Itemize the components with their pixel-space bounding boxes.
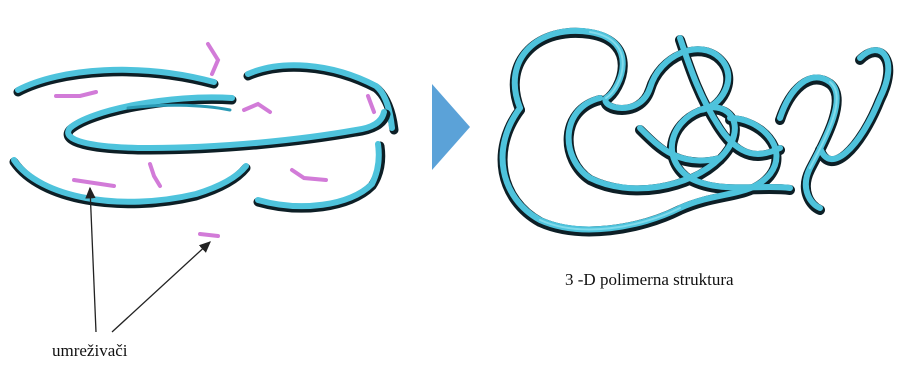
crosslinker xyxy=(290,168,328,182)
network-highlights xyxy=(539,31,838,231)
polymer-chain xyxy=(243,62,399,135)
separate-polymer-chains xyxy=(9,62,399,213)
crosslinkers xyxy=(54,42,376,238)
crosslinkers-label: umreživači xyxy=(52,341,128,360)
crosslinker xyxy=(198,232,220,238)
pointer-arrow-icon xyxy=(85,186,97,333)
process-arrow-icon xyxy=(432,84,470,170)
crosslinker xyxy=(242,101,272,114)
crosslinker xyxy=(72,178,116,188)
polymer-chain xyxy=(13,66,219,97)
polymer-chain xyxy=(9,157,251,209)
crosslinker xyxy=(366,94,376,114)
crosslinker xyxy=(206,42,221,76)
crosslinker xyxy=(148,162,162,188)
pointer-arrows xyxy=(85,186,211,333)
polymer-chain xyxy=(63,94,391,155)
network-label: 3 -D polimerna struktura xyxy=(565,270,734,289)
pointer-arrow-icon xyxy=(111,241,211,333)
crosslinker xyxy=(54,90,98,98)
network-strands xyxy=(499,27,892,233)
polymer-chain xyxy=(253,141,386,213)
crosslinked-network xyxy=(497,27,894,237)
